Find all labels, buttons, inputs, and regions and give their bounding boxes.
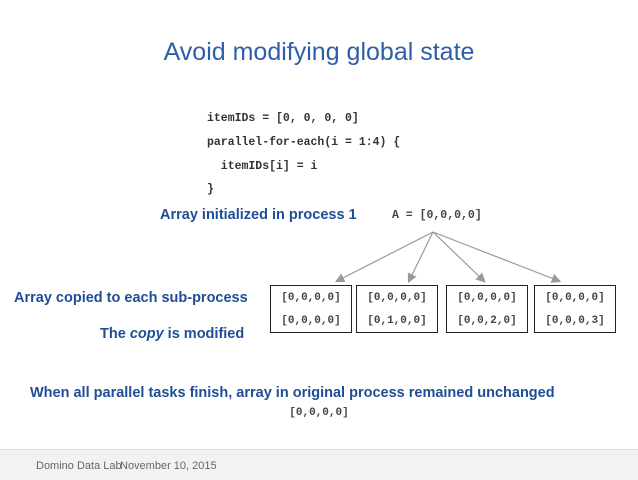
- unchanged-label: When all parallel tasks finish, array in…: [30, 385, 555, 401]
- subprocess-box-2: [0,0,0,0] [0,1,0,0]: [356, 285, 438, 333]
- code-line-1: itemIDs = [0, 0, 0, 0]: [207, 112, 359, 125]
- modified-prefix: The: [100, 326, 130, 342]
- initialized-label: Array initialized in process 1: [160, 207, 357, 223]
- modified-italic: copy: [129, 326, 164, 342]
- slide-title: Avoid modifying global state: [163, 38, 475, 66]
- copied-array-4: [0,0,0,0]: [545, 292, 605, 304]
- footer-date: November 10, 2015: [120, 460, 217, 472]
- modified-array-2: [0,1,0,0]: [367, 315, 427, 327]
- modified-array-4: [0,0,0,3]: [545, 315, 605, 327]
- arrow-to-subprocess-1: [334, 231, 434, 283]
- code-line-2: parallel-for-each(i = 1:4) {: [207, 136, 401, 149]
- footer-company: Domino Data Lab: [36, 460, 122, 472]
- slide-footer: Domino Data Lab November 10, 2015: [0, 449, 638, 480]
- modified-array-1: [0,0,0,0]: [281, 315, 341, 327]
- arrow-to-subprocess-4: [432, 231, 562, 283]
- modified-suffix: is modified: [163, 326, 245, 342]
- arrow-to-subprocess-2: [407, 231, 434, 284]
- initial-array: A = [0,0,0,0]: [392, 209, 482, 222]
- subprocess-box-3: [0,0,0,0] [0,0,2,0]: [446, 285, 528, 333]
- subprocess-box-4: [0,0,0,0] [0,0,0,3]: [534, 285, 616, 333]
- modified-array-3: [0,0,2,0]: [457, 315, 517, 327]
- copied-array-2: [0,0,0,0]: [367, 292, 427, 304]
- code-line-4: }: [207, 183, 214, 196]
- final-array: [0,0,0,0]: [289, 407, 349, 419]
- copied-array-3: [0,0,0,0]: [457, 292, 517, 304]
- copied-array-1: [0,0,0,0]: [281, 292, 341, 304]
- code-line-3: itemIDs[i] = i: [207, 160, 318, 173]
- arrow-to-subprocess-3: [432, 231, 486, 283]
- modified-label: The copy is modified: [100, 326, 244, 342]
- subprocess-box-1: [0,0,0,0] [0,0,0,0]: [270, 285, 352, 333]
- copied-label: Array copied to each sub-process: [14, 290, 248, 306]
